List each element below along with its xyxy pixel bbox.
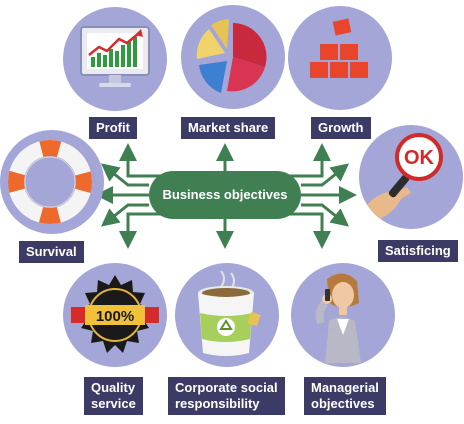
market-share-circle	[181, 5, 285, 109]
ok-badge-text: OK	[404, 147, 435, 169]
lifebuoy-icon	[8, 140, 92, 224]
businesswoman-icon	[315, 273, 361, 363]
growth-circle	[288, 6, 392, 110]
csr-circle	[175, 263, 279, 367]
rosette-icon: 100%	[71, 275, 159, 353]
label-managerial: Managerial objectives	[304, 377, 386, 415]
managerial-circle	[291, 263, 395, 367]
label-quality-service: Quality service	[84, 377, 143, 415]
center-business-objectives: Business objectives	[149, 171, 301, 219]
magnifier-icon: OK	[367, 133, 443, 221]
quality-service-circle: 100%	[63, 263, 167, 367]
label-growth: Growth	[311, 117, 371, 139]
recycle-cup-icon	[198, 270, 261, 356]
survival-circle	[0, 130, 104, 234]
label-market-share: Market share	[181, 117, 276, 139]
pie-chart-icon	[196, 19, 267, 93]
label-csr: Corporate social responsibility	[168, 377, 285, 415]
label-survival: Survival	[19, 241, 84, 263]
satisficing-circle: OK	[359, 125, 463, 229]
blocks-icon	[310, 18, 368, 78]
label-satisficing: Satisficing	[378, 240, 458, 262]
profit-circle	[63, 7, 167, 111]
quality-badge-text: 100%	[96, 308, 134, 325]
label-profit: Profit	[89, 117, 137, 139]
computer-chart-icon	[80, 26, 150, 87]
